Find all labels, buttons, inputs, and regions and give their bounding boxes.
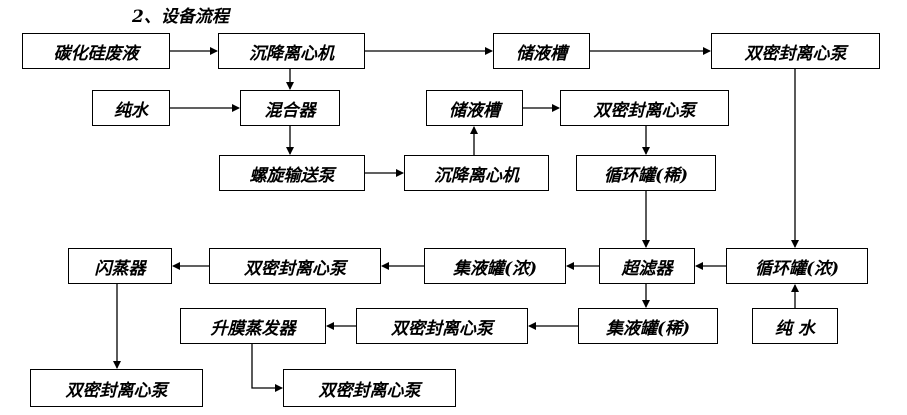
section-title: 2、设备流程 (132, 7, 229, 27)
node-sic-waste: 碳化硅废液 (22, 33, 170, 69)
node-centrifuge-2: 沉降离心机 (404, 155, 549, 191)
node-collect-dilute: 集液罐(稀) (578, 308, 718, 344)
node-pure-water-2: 纯 水 (752, 308, 838, 344)
node-pure-water-1: 纯水 (92, 90, 170, 126)
node-circ-conc: 循环罐(浓) (726, 248, 868, 284)
node-pump-6: 双密封离心泵 (283, 369, 456, 407)
node-pump-5: 双密封离心泵 (30, 369, 203, 407)
node-pump-3: 双密封离心泵 (209, 248, 381, 284)
node-collect-conc: 集液罐(浓) (424, 248, 566, 284)
node-centrifuge-1: 沉降离心机 (218, 33, 365, 69)
node-ultrafilter: 超滤器 (599, 248, 695, 284)
node-film-evaporator: 升膜蒸发器 (180, 308, 326, 344)
arrow-evaporator-to-pump6 (251, 344, 283, 392)
node-pump-1: 双密封离心泵 (711, 33, 880, 69)
node-flash: 闪蒸器 (68, 248, 172, 284)
node-pump-4: 双密封离心泵 (356, 308, 528, 344)
node-tank-2: 储液槽 (426, 90, 523, 126)
node-pump-2: 双密封离心泵 (560, 90, 729, 126)
node-screw-pump: 螺旋输送泵 (219, 155, 365, 191)
node-circ-dilute: 循环罐(稀) (576, 155, 716, 191)
node-tank-1: 储液槽 (493, 33, 590, 69)
node-mixer: 混合器 (240, 90, 340, 126)
